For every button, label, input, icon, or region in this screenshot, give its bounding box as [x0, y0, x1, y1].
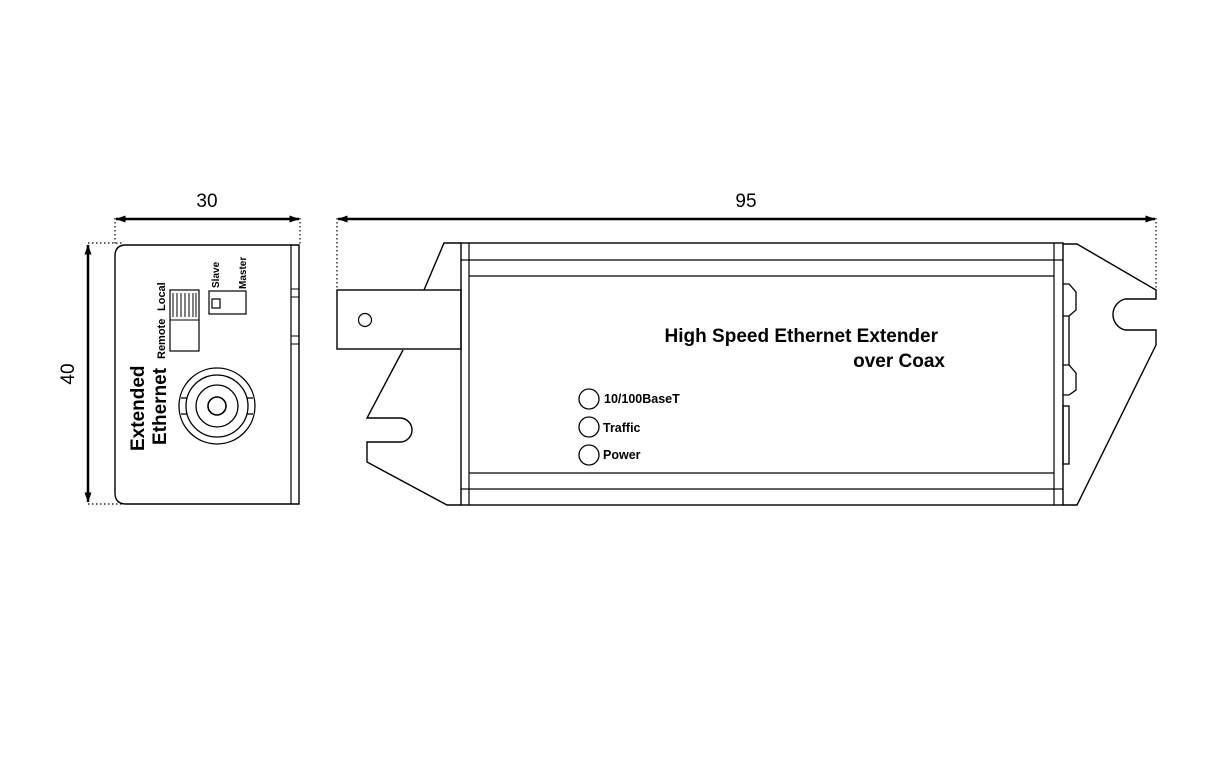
ethernet-port: [1062, 283, 1077, 465]
height-dimension-label: 40: [58, 363, 79, 384]
slave-master-switch: Slave Master: [208, 257, 249, 315]
switch-remote-label: Remote: [156, 319, 168, 359]
left-mounting-flange: [365, 242, 461, 506]
front-view: 95: [336, 191, 1157, 506]
width-dimension: 30: [114, 191, 301, 246]
length-dimension: 95: [336, 191, 1157, 290]
coax-port: [336, 289, 462, 350]
switch-master-label: Master: [238, 257, 249, 289]
led-10-100baset-label: 10/100BaseT: [604, 392, 680, 406]
switch-slave-label: Slave: [211, 261, 222, 288]
side-housing-outline: [114, 244, 300, 505]
remote-local-switch: Remote Local: [156, 282, 200, 359]
product-title-line2: over Coax: [853, 351, 945, 372]
led-traffic: Traffic: [578, 416, 641, 438]
switch-local-label: Local: [156, 282, 168, 311]
led-power: Power: [578, 444, 641, 466]
led-traffic-label: Traffic: [603, 421, 641, 435]
height-dimension: 40: [58, 242, 122, 505]
side-view: 30 40 Remote Local: [58, 191, 301, 505]
product-name-line1: Extended: [128, 365, 149, 451]
length-dimension-label: 95: [735, 191, 756, 212]
led-10-100baset: 10/100BaseT: [578, 388, 680, 410]
main-housing: [460, 242, 1064, 506]
bnc-connector: [178, 367, 256, 445]
product-title-line1: High Speed Ethernet Extender: [665, 326, 939, 347]
right-mounting-flange: [1063, 243, 1157, 506]
product-name-line2: Ethernet: [150, 367, 171, 445]
led-power-label: Power: [603, 448, 641, 462]
width-dimension-label: 30: [196, 191, 217, 212]
